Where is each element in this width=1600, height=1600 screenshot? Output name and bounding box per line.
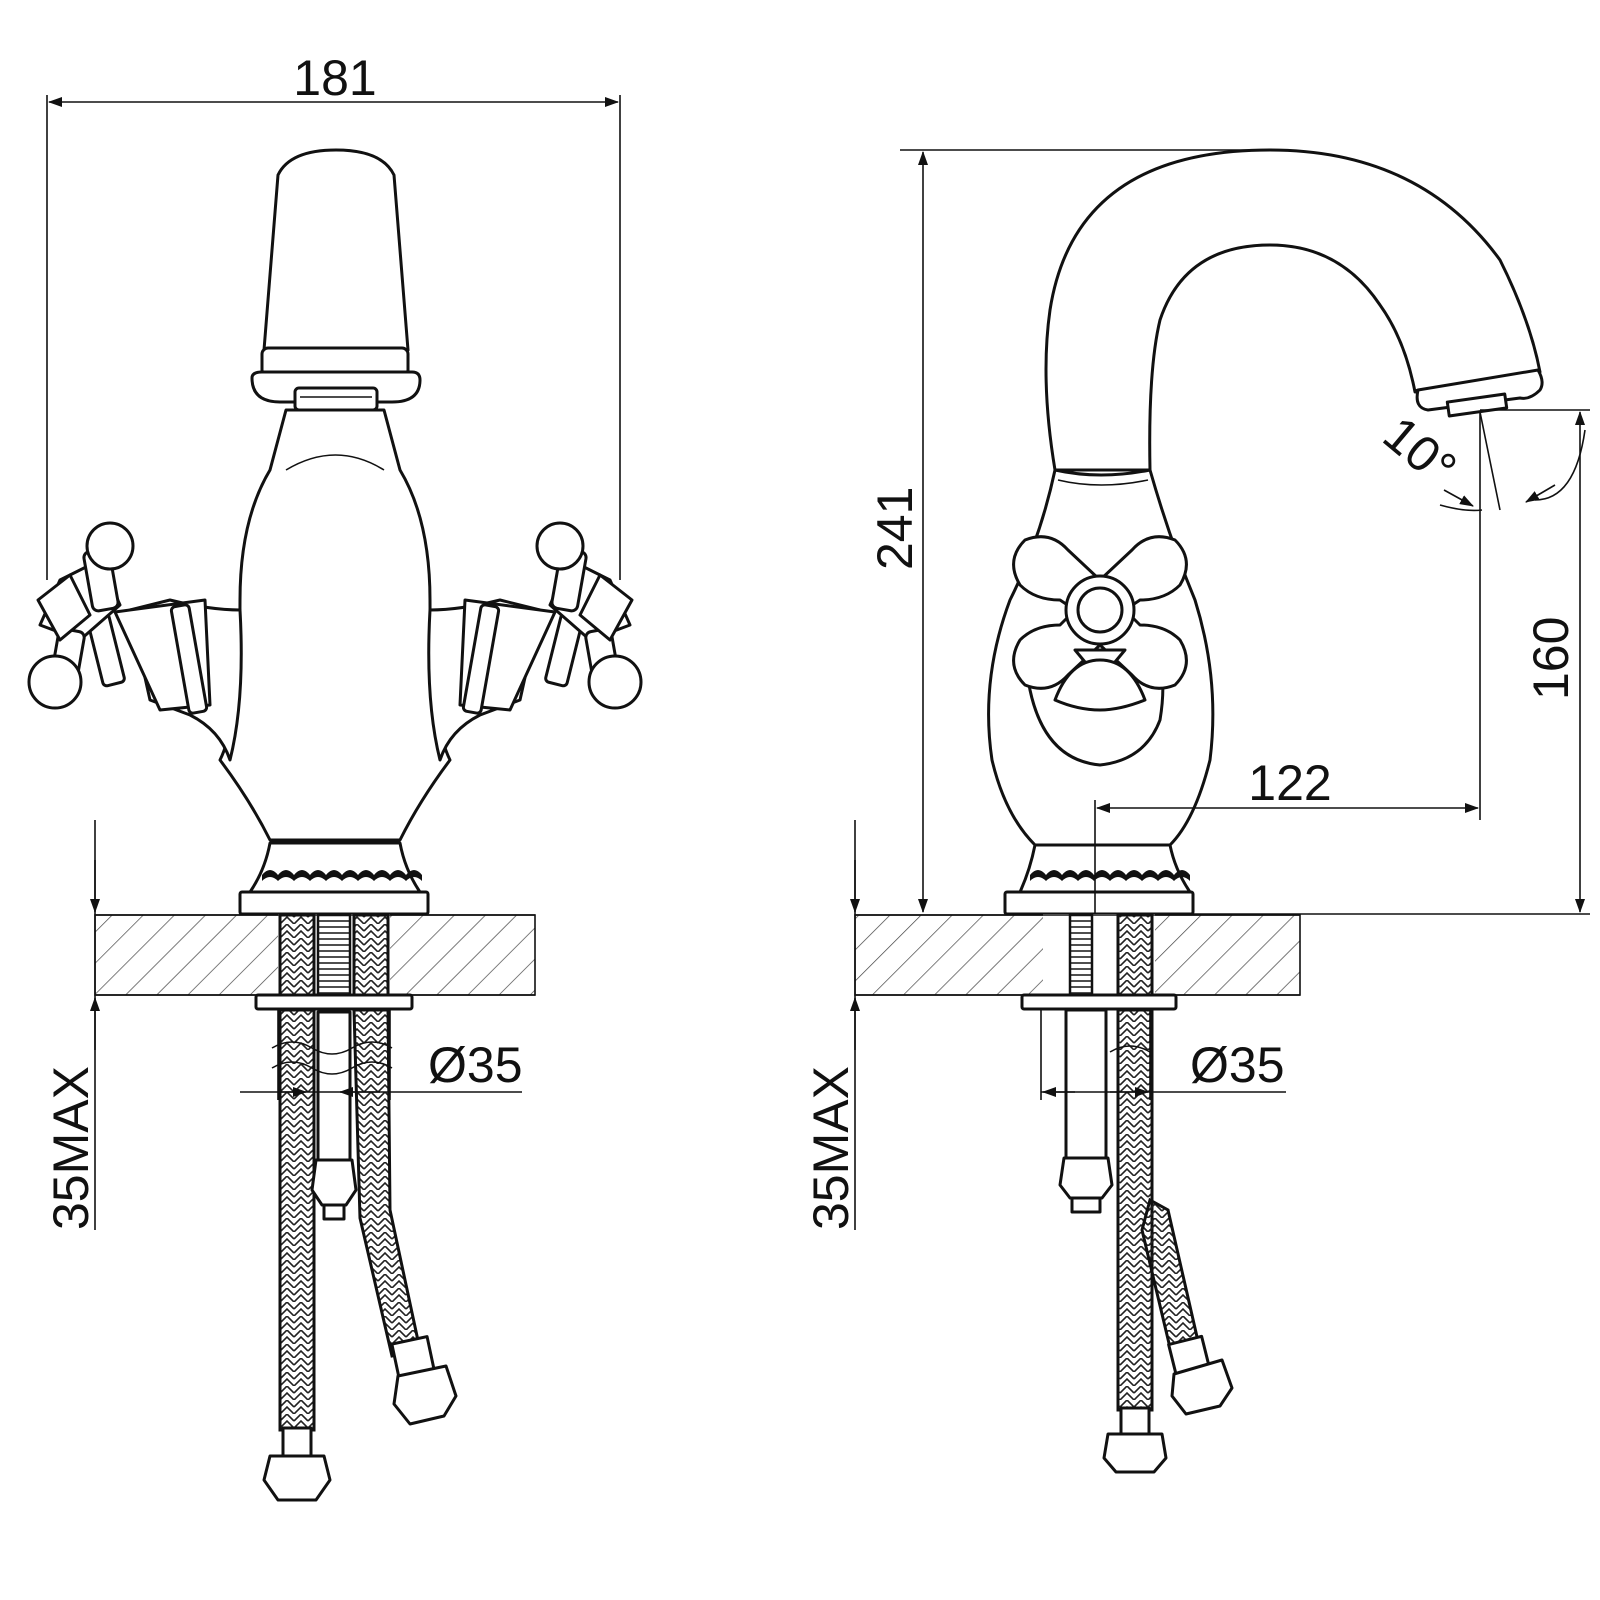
dimension-spout-height-label: 160: [1523, 617, 1579, 700]
side-hoses: [1058, 1008, 1234, 1474]
side-diameter-label: Ø35: [1190, 1037, 1285, 1093]
front-countertop: [94, 913, 536, 1011]
side-max-label: 35MAX: [803, 1066, 859, 1230]
side-dimension-diameter: Ø35: [1040, 1010, 1286, 1100]
front-diameter-label: Ø35: [428, 1037, 523, 1093]
front-dimension-max: 35MAX: [43, 820, 100, 1230]
dimension-height-label: 241: [867, 487, 923, 570]
dimension-reach: 122: [1094, 755, 1479, 915]
front-max-label: 35MAX: [43, 1066, 99, 1230]
side-cross-handle: [1012, 535, 1188, 712]
angle-label: 10°: [1373, 406, 1467, 498]
dimension-reach-label: 122: [1248, 755, 1331, 811]
front-left-handle: [27, 521, 135, 710]
front-body: [86, 408, 584, 842]
dimension-width-label: 181: [293, 50, 376, 106]
dimension-spout-height: 160: [1160, 411, 1590, 915]
front-hoses: [262, 1008, 458, 1502]
side-countertop: [854, 913, 1301, 1011]
front-view: 181: [27, 50, 643, 1502]
side-view: 241 10° 160: [803, 148, 1590, 1474]
front-dimension-diameter: Ø35: [240, 1010, 523, 1100]
dimension-height: 241: [867, 149, 1280, 913]
side-dimension-max: 35MAX: [803, 820, 860, 1230]
side-spout: [1044, 148, 1544, 472]
front-right-handle: [535, 521, 643, 710]
front-base: [238, 841, 430, 916]
angle-indicator: 10°: [1373, 406, 1590, 820]
dimension-width: 181: [46, 50, 621, 580]
side-base: [1003, 843, 1195, 916]
front-spout: [250, 148, 422, 412]
